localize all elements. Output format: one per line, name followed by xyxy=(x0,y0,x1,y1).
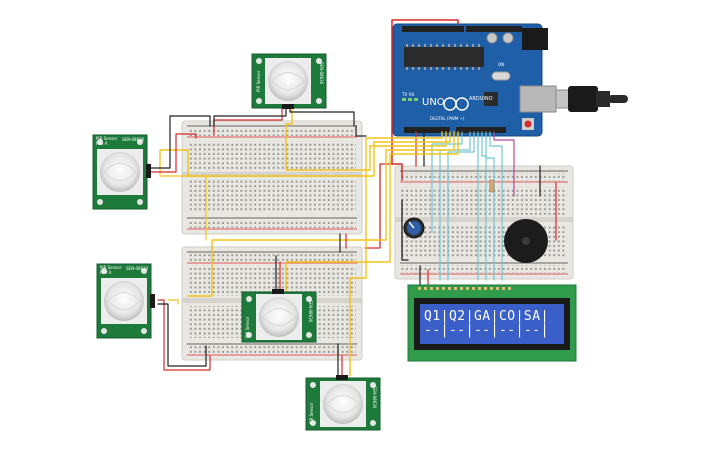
arduino-digital-label: DIGITAL (PWM ~) xyxy=(430,116,465,121)
pir-bottom-title: PIR Sensor xyxy=(309,402,314,424)
lcd-display xyxy=(407,284,577,362)
usb-cable-icon xyxy=(555,86,628,112)
pir-lens-icon xyxy=(323,384,363,424)
buzzer-icon xyxy=(504,219,548,263)
arduino-model-label: UNO xyxy=(422,97,445,108)
pir-lens-icon xyxy=(104,281,144,321)
pir-top-model: SEN-08630 xyxy=(319,62,324,85)
lcd-line-2: --|--|--|--|--| xyxy=(424,323,549,338)
breadboard-upper-left xyxy=(181,120,363,235)
pir-lens-icon xyxy=(268,61,308,101)
potentiometer-icon xyxy=(403,217,425,239)
pir-lens-icon xyxy=(259,297,299,337)
wires xyxy=(149,19,557,377)
pir-left-lower-sub: Rev A xyxy=(100,270,112,275)
pir-left-lower-model: SEN-08630 xyxy=(126,266,149,271)
pir-center-title: PIR Sensor xyxy=(245,316,250,338)
pir-left-upper-model: SEN-08630 xyxy=(122,137,145,142)
pir-sensor-top xyxy=(251,53,327,109)
pir-bottom-model: SEN-08630 xyxy=(372,386,377,409)
pir-sensor-left-lower xyxy=(96,263,155,339)
pir-lens-icon xyxy=(100,152,140,192)
arduino-brand-label: ARDUINO xyxy=(469,96,493,102)
arduino-uno-board xyxy=(392,23,557,137)
pir-sensor-left-upper xyxy=(92,134,151,210)
pir-left-lower-title: PIR Sensor xyxy=(100,265,122,270)
arduino-rx-label: RX xyxy=(409,92,415,97)
pir-left-upper-title: PIR Sensor xyxy=(96,136,118,141)
lcd-line-1: Q1|Q2|GA|CO|SA| xyxy=(424,309,549,324)
arduino-tx-label: TX xyxy=(402,92,408,97)
pir-sensor-bottom xyxy=(305,375,381,431)
pir-sensor-center xyxy=(241,289,317,343)
pir-top-title: PIR Sensor xyxy=(256,70,261,92)
pir-left-upper-sub: Rev A xyxy=(96,141,108,146)
arduino-on-label: ON xyxy=(498,62,505,67)
pir-center-model: SEN-08630 xyxy=(308,300,313,323)
